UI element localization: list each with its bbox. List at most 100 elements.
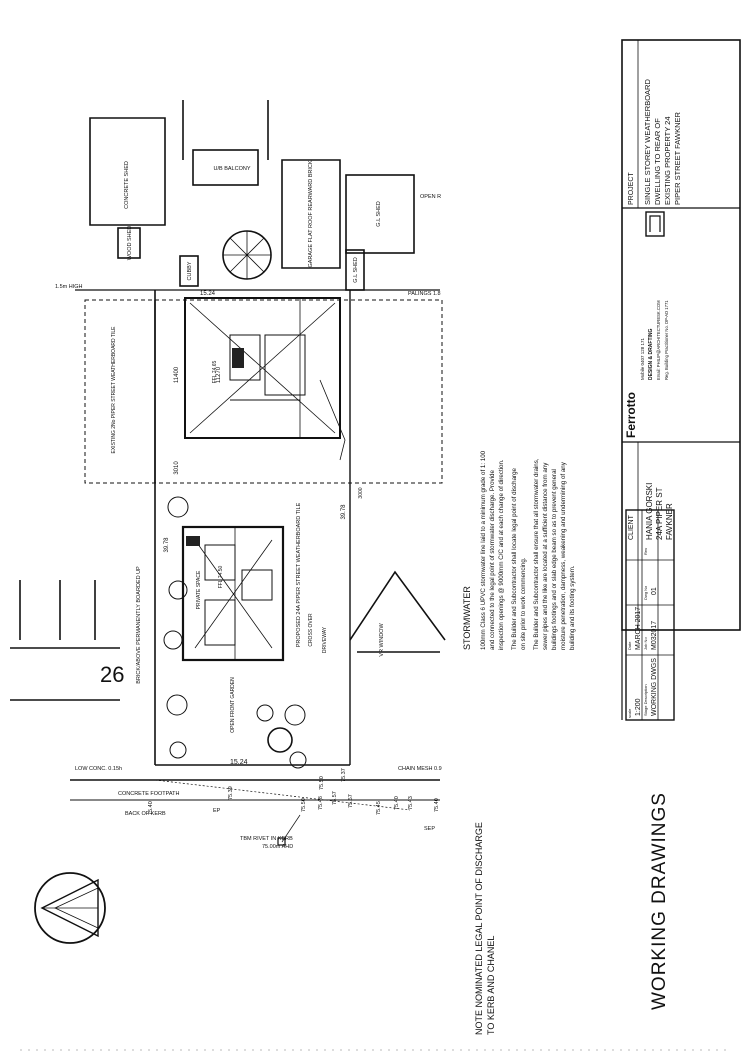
level-2: 75.50 [301,798,307,812]
garage-label: GARAGE FLAT ROOF REARWARD BRICK [308,160,314,267]
neighbour-labels: CONCRETE SHED U/B BALCONY GARAGE FLAT RO… [55,160,441,297]
ub-balcony [192,149,259,186]
stormwater-p3-l4: moisture penetration, dampness, weakenin… [560,461,567,650]
palings-top-label: 1.5m HIGH [55,284,83,290]
property-boundary [75,289,443,766]
stormwater-p1-l1: 100mm Class 6 UPVC stormwater line laid … [480,450,487,650]
house-number: 26 [100,662,124,687]
level-3: 75.48 [318,796,324,810]
palings-label: PALINGS 1.8 [408,291,441,297]
vr-window [349,570,446,653]
street-labels: CONCRETE FOOTPATH BACK OF KERB LOW CONC.… [75,766,442,850]
open-label: OPEN R [420,194,441,200]
kerb-footpath [70,779,440,846]
front-garden-label: OPEN FRONT GARDEN [230,677,236,733]
stage-label: Stage Description [643,684,648,716]
adjacent-property [10,580,120,701]
ep-label: EP [213,808,221,814]
project-line-1: SINGLE STOREY WEATHERBOARD [643,79,652,205]
dimensions: 15.24 15.24 11400 11270 3010 3000 39.78 … [164,291,364,766]
level-5: 75.67 [348,794,354,808]
ub-balcony-label: U/B BALCONY [214,166,251,172]
client-line-2: 24A PIPER ST [655,487,664,540]
scale-value: 1:200 [635,698,642,716]
stormwater-p2-l2: on site prior to work commencing. [520,557,527,650]
level-9: 75.50 [319,776,325,790]
scale-label: scale [627,708,632,718]
trees [163,496,307,769]
low-conc-label: LOW CONC. 0.15h [75,766,122,772]
client-label: CLIENT [628,514,635,540]
stormwater-notes: STORMWATER 100mm Class 6 UPVC stormwater… [462,450,576,650]
north-arrow-icon [34,872,106,944]
stormwater-p3-l2: sewer pipes and the like are located at … [542,462,549,650]
date-label: Date [627,641,632,650]
client-line-3: FAVKNER [665,503,674,540]
tbm-label: TBM RIVET IN KERB [240,836,293,842]
level-1: 75.40 [148,801,154,815]
discharge-line-1: NOTE NOMINATED LEGAL POINT OF DISCHARGE [474,822,484,1035]
sep-label: SEP [424,826,435,832]
dim-11270: 11270 [216,366,222,383]
gl-shed2-label: G.L SHED [353,257,359,282]
stormwater-p1-l2: and connected to the legal point of stor… [489,470,496,650]
project-line-2: DWELLING TO REAR OF [653,118,662,205]
stormwater-p2-l1: The Builder and Subcontractor shall loca… [511,467,518,650]
level-11: 75.39 [228,786,234,800]
dwg-value: 01 [651,587,658,595]
dim-3000: 3000 [358,487,364,498]
project-line-4: PIPER STREET FAWKNER [673,111,682,205]
dim-39-78b: 39.78 [164,537,170,553]
level-7: 75.40 [394,796,400,810]
stormwater-p3-l3: buildings footings and or slab edge beam… [551,469,558,650]
wood-shed-label: WOOD SHED [127,226,133,261]
level-8: 75.43 [408,796,414,810]
concrete-shed-label: CONCRETE SHED [124,161,130,209]
title-block [621,39,741,721]
stormwater-heading: STORMWATER [462,586,472,650]
project-line-3: EXISTING PROPERTY 24 [663,116,672,205]
firm-reg: Reg. Building Practitioner No. DP-AD 177… [664,300,669,380]
gl-shed-label: G.L SHED [376,201,382,226]
firm-email: Email: PHILIP@ARCHITECTURESK.COM [656,300,661,380]
cubby-label: CUBBY [187,261,193,280]
building-labels: EXISTING 2No PIPER STREET WEATHERBOARD T… [111,326,328,733]
firm-name: Ferrotto [624,392,638,438]
cubby [179,255,199,287]
stage-value: WORKING DWGS [651,658,658,716]
proposed-dwelling-label: PROPOSED 24A PIPER STREET WEATHERBOARD T… [296,502,302,647]
firm-mobile: Mobile 0407 128 171 [640,337,645,380]
dim-bottom: 15.24 [230,759,248,766]
stormwater-p1-l3: inspection openings @ 9000mm C/C and at … [498,459,505,650]
driveway-label: DRIVEWAY [322,626,328,653]
garage [281,159,341,269]
chain-mesh-label: CHAIN MESH 0.9 [398,766,442,772]
ffl-label: FFL 74.65 [212,360,218,383]
existing-dwelling-label: EXISTING 2No PIPER STREET WEATHERBOARD T… [111,326,117,454]
discharge-line-2: TO KERB AND CHANEL [486,936,496,1035]
level-10: 75.37 [341,768,347,782]
title-block-text: PROJECT SINGLE STOREY WEATHERBOARD DWELL… [624,79,682,718]
stormwater-p3-l5: building and its footing system. [569,565,576,650]
proposed-dwelling [184,297,346,461]
existing-dwelling [181,525,285,662]
crossover-label: CROSS OVER [308,613,314,647]
concrete-shed [89,117,166,226]
level-6: 75.45 [376,801,382,815]
level-12: 75.40 [434,798,440,812]
client-line-1: HANIA GORSKI [645,483,654,540]
vr-window-label: VR WINDOW [379,623,385,657]
dim-11400: 11400 [174,366,180,383]
project-label: PROJECT [628,172,635,205]
private-space-label: PRIVATE SPACE [196,570,202,609]
ffl2-label: FFL 74.50 [218,565,224,588]
drawing-title: WORKING DRAWINGS [649,792,670,1010]
rev-label: Rev [643,548,648,555]
dwg-label: Dwg No [643,585,648,600]
wood-shed [117,227,141,259]
job-label: Job No [643,637,648,650]
dim-top: 15.24 [200,291,216,297]
neighbour-buildings [89,100,415,291]
job-value: M032017 [651,621,658,650]
